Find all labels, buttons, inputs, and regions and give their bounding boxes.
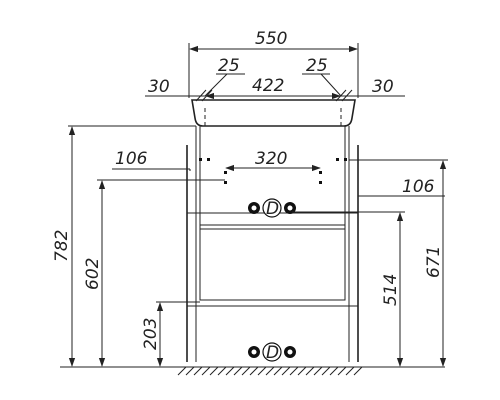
tick-marks <box>195 89 353 102</box>
connector-inner <box>287 205 293 211</box>
middle-dimensions: 106 320 106 <box>112 149 445 197</box>
shelf-height-label: 203 <box>141 318 161 350</box>
drain-connector-label: D <box>266 199 279 219</box>
pipe-dot <box>319 181 322 184</box>
total-height-label: 782 <box>52 230 72 262</box>
left-pipe-height-label: 602 <box>83 258 103 290</box>
vanity-unit <box>186 99 359 362</box>
top-dimensions: 550 30 25 422 25 30 <box>145 29 405 102</box>
left-margin-label: 30 <box>148 77 170 97</box>
basin-outline <box>191 99 356 127</box>
drawer <box>199 224 346 301</box>
right-offset-leader <box>320 73 342 97</box>
connector-inner <box>287 349 293 355</box>
pipe-dot <box>319 171 322 174</box>
inner-width-label: 422 <box>252 76 284 96</box>
pipe-dot <box>207 158 210 161</box>
pipe-dot <box>224 171 227 174</box>
connector-group-upper: D <box>248 198 296 219</box>
floor-hatch <box>177 366 363 376</box>
connector-inner <box>251 205 257 211</box>
left-pipe-offset-label: 106 <box>115 149 148 169</box>
pipe-dot <box>336 158 339 161</box>
right-pipe-offset-label: 106 <box>402 177 435 197</box>
right-pipe-height-label: 671 <box>424 246 444 278</box>
outlet-height-label: 514 <box>381 274 401 306</box>
vertical-dimensions: 782 602 203 514 671 <box>52 125 448 367</box>
right-offset-label: 25 <box>306 56 328 76</box>
drain-connector-label: D <box>266 343 279 363</box>
overall-width-label: 550 <box>255 29 287 49</box>
floor <box>60 366 445 376</box>
pipe-dot <box>199 158 202 161</box>
pipe-spacing-label: 320 <box>255 149 287 169</box>
pipe-points <box>199 158 347 184</box>
drain-connector-icon <box>262 198 282 218</box>
connector-inner <box>251 349 257 355</box>
drain-connector-icon <box>262 342 282 362</box>
right-margin-label: 30 <box>372 77 394 97</box>
pipe-dot <box>344 158 347 161</box>
pipe-dot <box>224 181 227 184</box>
left-offset-leader <box>204 73 228 97</box>
left-offset-label: 25 <box>218 56 240 76</box>
connector-group-lower: D <box>248 342 296 363</box>
